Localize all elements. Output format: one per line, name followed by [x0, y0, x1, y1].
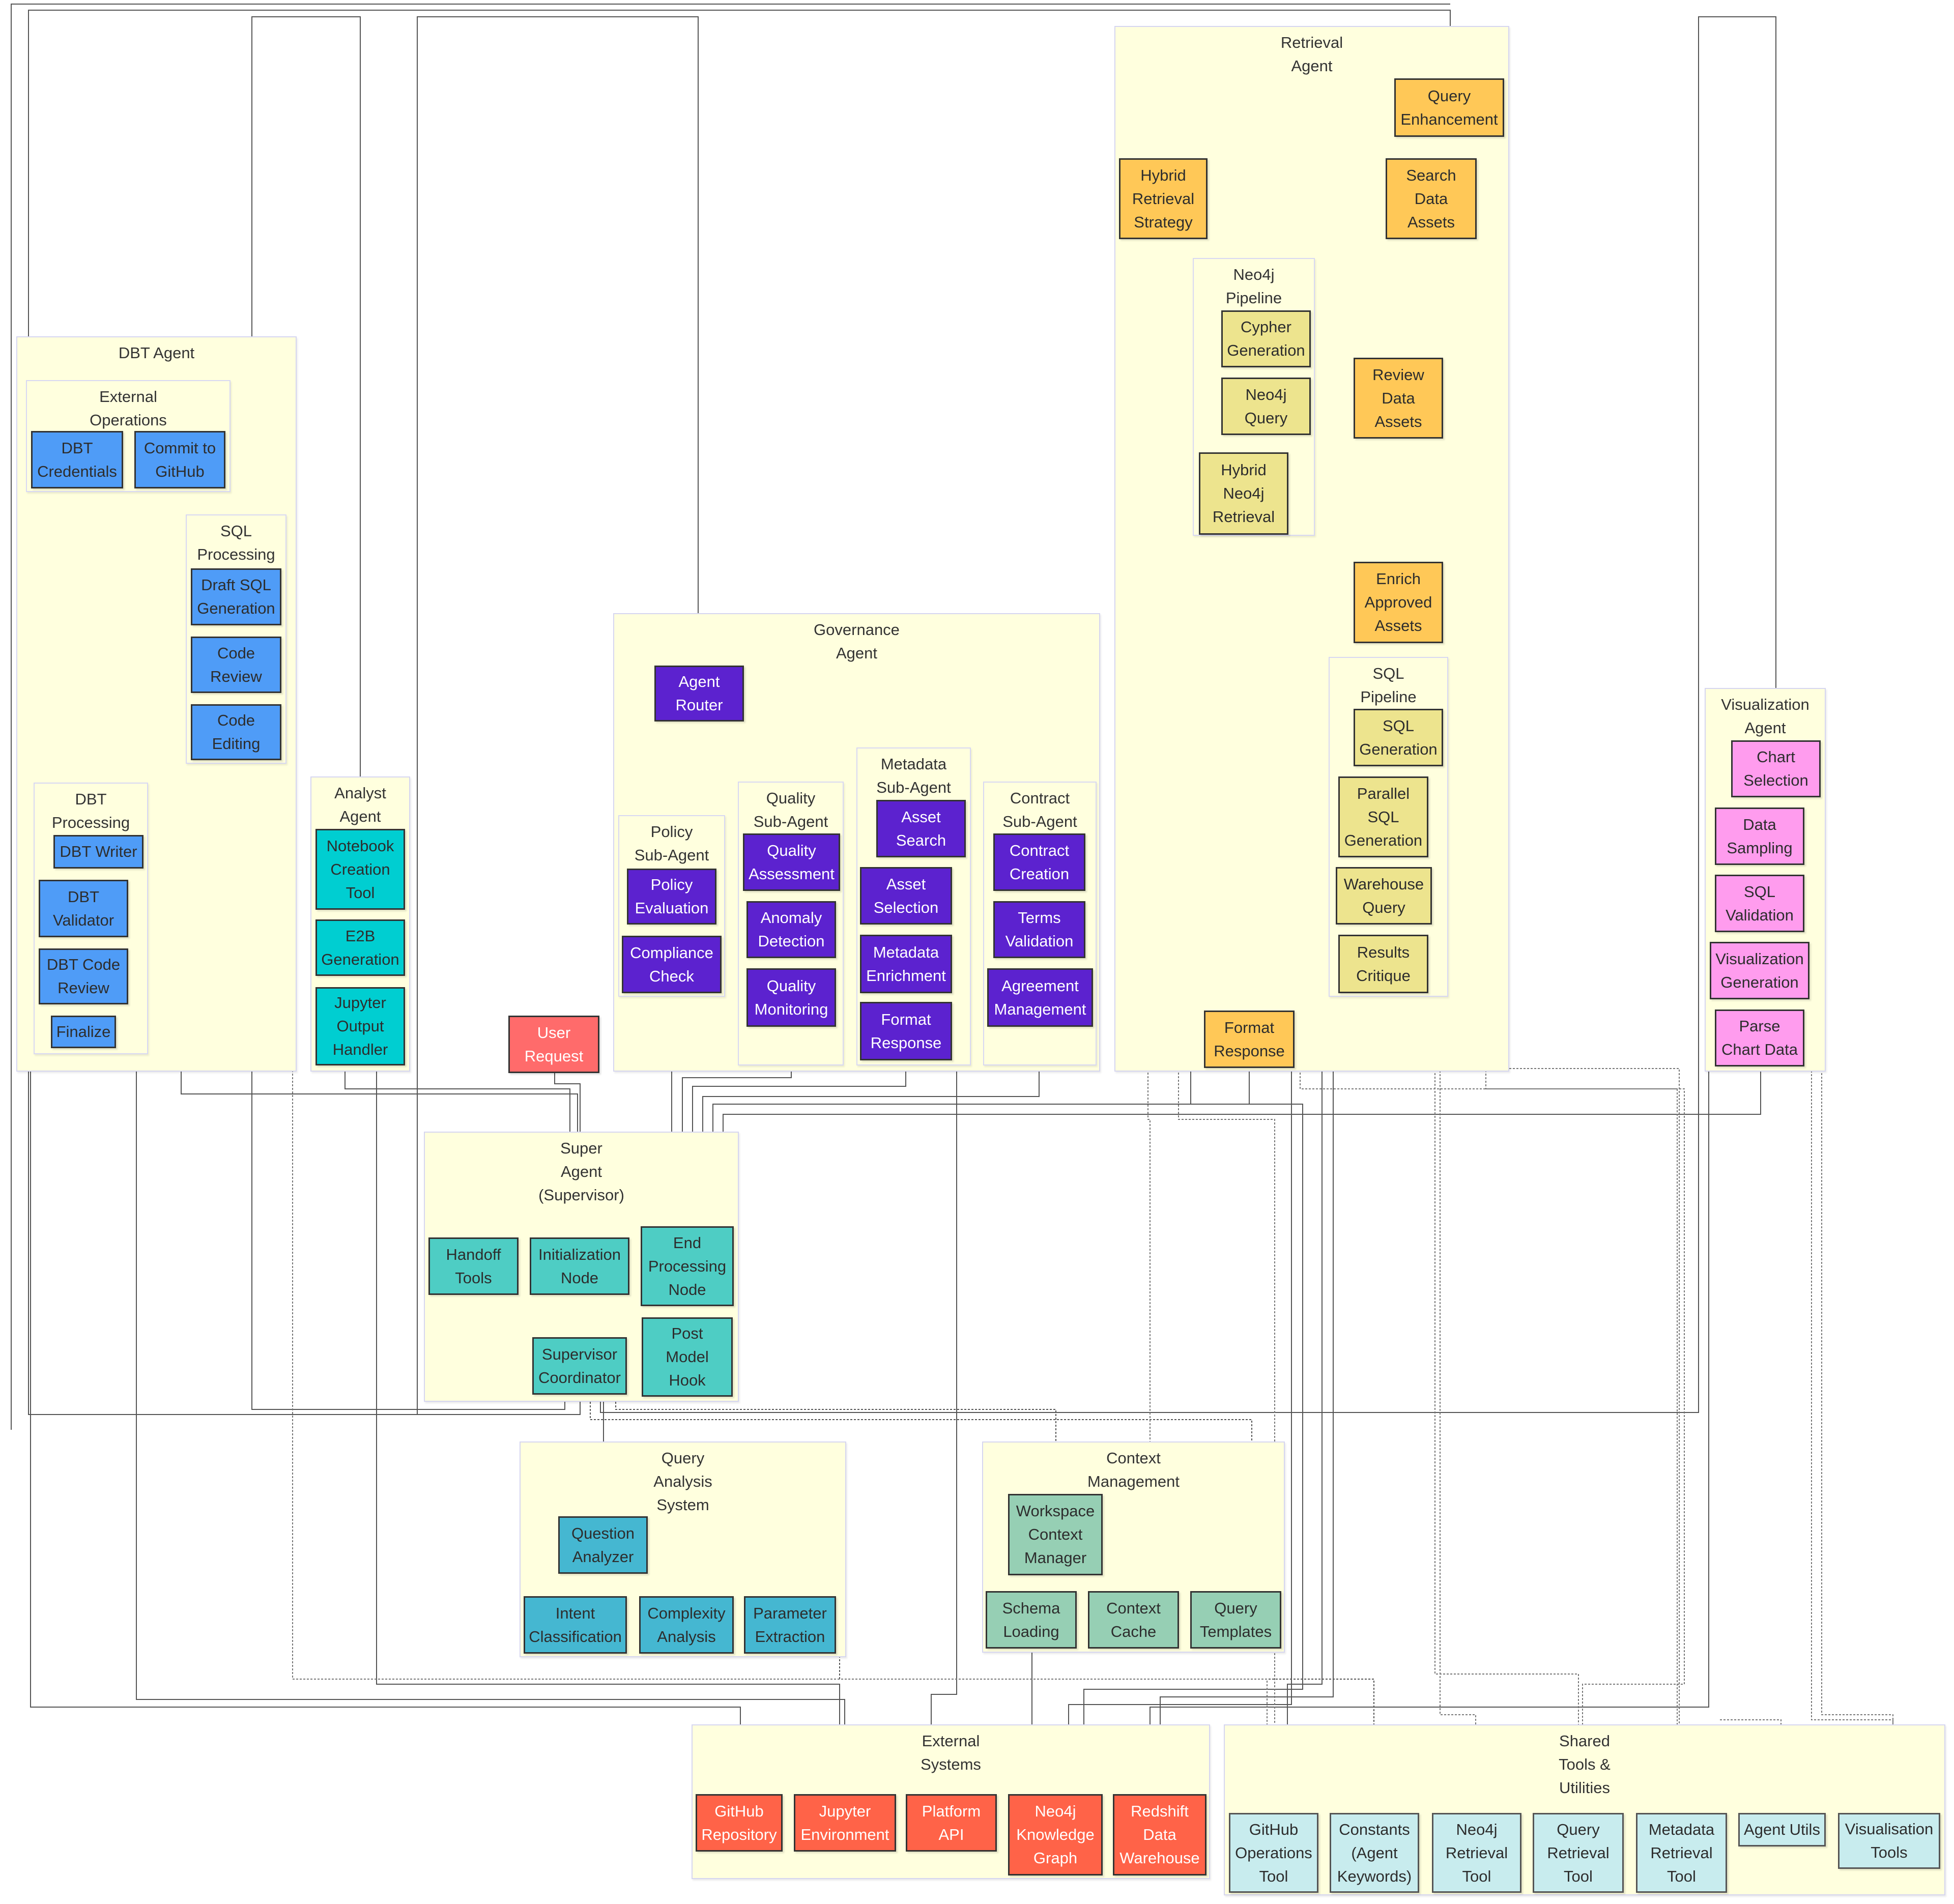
node-github-operations-tool[interactable]: GitHub Operations Tool — [1229, 1813, 1318, 1893]
cluster-title: Contract Sub-Agent — [1002, 789, 1077, 830]
node-parse-chart-data[interactable]: Parse Chart Data — [1715, 1009, 1804, 1066]
node-neo4j-knowledge-graph[interactable]: Neo4j Knowledge Graph — [1008, 1794, 1103, 1876]
node-notebook-creation-tool[interactable]: Notebook Creation Tool — [315, 829, 405, 910]
node-supervisor-coordinator[interactable]: Supervisor Coordinator — [532, 1337, 627, 1395]
node-agent-utils[interactable]: Agent Utils — [1738, 1813, 1826, 1847]
node-schema-loading[interactable]: Schema Loading — [986, 1591, 1077, 1649]
node-chart-selection[interactable]: Chart Selection — [1731, 740, 1821, 797]
cluster-title: Analyst Agent — [334, 784, 386, 825]
node-query-enhancement[interactable]: Query Enhancement — [1394, 78, 1504, 137]
node-draft-sql-generation[interactable]: Draft SQL Generation — [191, 568, 281, 625]
node-constants-agent-keywords[interactable]: Constants (Agent Keywords) — [1330, 1813, 1419, 1893]
node-query-templates[interactable]: Query Templates — [1190, 1591, 1281, 1649]
cluster-title: External Systems — [921, 1732, 981, 1773]
node-agreement-management[interactable]: Agreement Management — [987, 968, 1093, 1027]
node-cypher-generation[interactable]: Cypher Generation — [1221, 310, 1311, 367]
cluster-title: External Operations — [90, 388, 167, 429]
node-metadata-enrichment[interactable]: Metadata Enrichment — [860, 935, 952, 993]
node-github-repository[interactable]: GitHub Repository — [696, 1794, 783, 1852]
node-quality-monitoring[interactable]: Quality Monitoring — [746, 968, 836, 1027]
node-compliance-check[interactable]: Compliance Check — [622, 936, 722, 993]
cluster-title: Governance Agent — [814, 621, 900, 662]
node-asset-selection[interactable]: Asset Selection — [860, 867, 952, 925]
node-jupyter-output-handler[interactable]: Jupyter Output Handler — [315, 987, 405, 1065]
node-finalize[interactable]: Finalize — [51, 1016, 116, 1048]
node-data-sampling[interactable]: Data Sampling — [1715, 807, 1804, 865]
node-quality-assessment[interactable]: Quality Assessment — [743, 833, 840, 891]
node-contract-creation[interactable]: Contract Creation — [993, 833, 1085, 891]
cluster-title: Super Agent (Supervisor) — [538, 1139, 624, 1204]
node-metadata-retrieval-tool[interactable]: Metadata Retrieval Tool — [1636, 1813, 1727, 1893]
node-policy-evaluation[interactable]: Policy Evaluation — [627, 869, 716, 925]
node-context-cache[interactable]: Context Cache — [1088, 1591, 1179, 1649]
node-parallel-sql-generation[interactable]: Parallel SQL Generation — [1338, 776, 1428, 857]
node-warehouse-query[interactable]: Warehouse Query — [1336, 867, 1432, 925]
cluster-title: SQL Pipeline — [1360, 665, 1417, 706]
node-dbt-code-review[interactable]: DBT Code Review — [39, 948, 128, 1004]
node-results-critique[interactable]: Results Critique — [1338, 935, 1428, 993]
cluster-title: DBT Agent — [118, 344, 195, 362]
cluster-title: Context Management — [1087, 1449, 1180, 1490]
node-parameter-extraction[interactable]: Parameter Extraction — [744, 1596, 836, 1654]
node-question-analyzer[interactable]: Question Analyzer — [558, 1516, 648, 1574]
cluster-title: Retrieval Agent — [1280, 34, 1343, 75]
node-handoff-tools[interactable]: Handoff Tools — [428, 1237, 519, 1295]
node-post-model-hook[interactable]: Post Model Hook — [642, 1317, 733, 1397]
node-terms-validation[interactable]: Terms Validation — [993, 901, 1085, 958]
node-dbt-credentials[interactable]: DBT Credentials — [31, 431, 123, 488]
node-retrieval-format-response[interactable]: Format Response — [1204, 1011, 1295, 1068]
cluster-title: Shared Tools & Utilities — [1559, 1732, 1611, 1797]
node-commit-to-github[interactable]: Commit to GitHub — [134, 431, 225, 488]
node-user-request[interactable]: User Request — [508, 1016, 599, 1073]
node-complexity-analysis[interactable]: Complexity Analysis — [639, 1596, 734, 1654]
node-neo4j-retrieval-tool[interactable]: Neo4j Retrieval Tool — [1432, 1813, 1521, 1893]
node-code-review[interactable]: Code Review — [191, 637, 281, 693]
node-visualization-generation[interactable]: Visualization Generation — [1710, 942, 1809, 999]
cluster-title: Neo4j Pipeline — [1225, 266, 1282, 307]
cluster-title: SQL Processing — [197, 522, 275, 563]
node-asset-search[interactable]: Asset Search — [876, 800, 966, 857]
node-redshift-data-warehouse[interactable]: Redshift Data Warehouse — [1113, 1794, 1206, 1876]
cluster-title: DBT Processing — [51, 790, 130, 831]
node-dbt-validator[interactable]: DBT Validator — [39, 880, 128, 937]
cluster-title: Query Analysis System — [653, 1449, 712, 1514]
node-e2b-generation[interactable]: E2B Generation — [315, 919, 405, 976]
node-search-data-assets[interactable]: Search Data Assets — [1386, 158, 1477, 239]
node-agent-router[interactable]: Agent Router — [654, 666, 744, 722]
node-code-editing[interactable]: Code Editing — [191, 704, 281, 760]
node-platform-api[interactable]: Platform API — [906, 1794, 997, 1852]
cluster-title: Quality Sub-Agent — [753, 789, 828, 830]
node-initialization-node[interactable]: Initialization Node — [530, 1237, 629, 1295]
node-workspace-context-manager[interactable]: Workspace Context Manager — [1008, 1494, 1103, 1575]
node-enrich-approved-assets[interactable]: Enrich Approved Assets — [1354, 562, 1443, 643]
node-sql-validation[interactable]: SQL Validation — [1715, 875, 1804, 932]
node-jupyter-environment[interactable]: Jupyter Environment — [794, 1794, 896, 1852]
cluster-title: Metadata Sub-Agent — [876, 755, 951, 796]
node-dbt-writer[interactable]: DBT Writer — [53, 835, 143, 869]
node-neo4j-query[interactable]: Neo4j Query — [1221, 378, 1311, 435]
node-query-retrieval-tool[interactable]: Query Retrieval Tool — [1533, 1813, 1624, 1893]
node-end-processing-node[interactable]: End Processing Node — [641, 1226, 734, 1306]
cluster-title: Visualization Agent — [1721, 696, 1809, 737]
node-anomaly-detection[interactable]: Anomaly Detection — [746, 901, 836, 958]
node-hybrid-retrieval-strategy[interactable]: Hybrid Retrieval Strategy — [1119, 158, 1208, 239]
node-intent-classification[interactable]: Intent Classification — [524, 1596, 627, 1654]
node-metadata-format-response[interactable]: Format Response — [860, 1002, 952, 1060]
node-hybrid-neo4j-retrieval[interactable]: Hybrid Neo4j Retrieval — [1199, 452, 1288, 535]
node-sql-generation[interactable]: SQL Generation — [1354, 709, 1443, 766]
node-review-data-assets[interactable]: Review Data Assets — [1354, 358, 1443, 439]
cluster-title: Policy Sub-Agent — [634, 823, 709, 864]
node-visualisation-tools[interactable]: Visualisation Tools — [1838, 1813, 1940, 1869]
